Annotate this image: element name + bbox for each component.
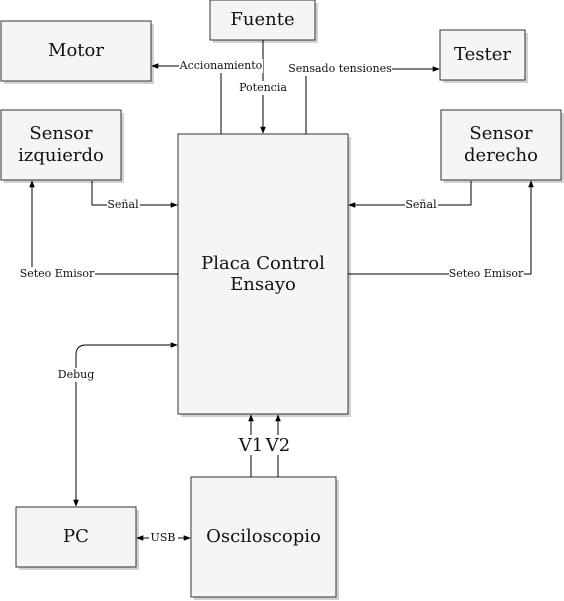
edge-seteo-emisor-izquierdo: Seteo Emisor [20, 180, 178, 281]
node-sensor-izquierdo-line1: Sensor [29, 123, 93, 144]
edge-debug-label: Debug [58, 368, 95, 381]
node-motor[interactable]: Motor [0, 20, 154, 84]
edge-usb: USB [136, 531, 191, 545]
node-sensor-izquierdo-line2: izquierdo [18, 145, 104, 166]
node-placa-line1: Placa Control [201, 253, 325, 274]
edge-v2: V2 [265, 414, 291, 477]
edge-seteo-emisor-izquierdo-label: Seteo Emisor [20, 267, 95, 280]
edge-usb-label: USB [151, 531, 176, 544]
edge-potencia-label: Potencia [239, 81, 287, 94]
node-osciloscopio[interactable]: Osciloscopio [190, 476, 339, 600]
edge-accionamiento-label: Accionamiento [179, 59, 263, 72]
edge-potencia: Potencia [238, 40, 289, 134]
edge-seteo-emisor-derecho-label: Seteo Emisor [449, 267, 524, 280]
edge-senal-izquierdo-label: Señal [107, 198, 139, 211]
edge-v2-label: V2 [265, 435, 290, 456]
node-fuente[interactable]: Fuente [209, 0, 318, 43]
edge-sensado-tensiones-label: Sensado tensiones [288, 62, 392, 75]
edge-v1: V1 [238, 414, 264, 477]
edge-seteo-emisor-derecho: Seteo Emisor [348, 180, 534, 281]
node-sensor-derecho-line2: derecho [464, 145, 538, 166]
node-sensor-derecho-line1: Sensor [469, 123, 533, 144]
node-motor-label: Motor [48, 40, 104, 61]
node-fuente-label: Fuente [230, 9, 294, 30]
node-pc[interactable]: PC [15, 506, 139, 570]
edge-accionamiento: Accionamiento [151, 59, 263, 134]
edge-senal-izquierdo: Señal [91, 181, 178, 212]
edge-debug: Debug [56, 342, 178, 507]
edge-v1-label: V1 [238, 435, 263, 456]
node-osciloscopio-label: Osciloscopio [206, 526, 321, 547]
node-pc-label: PC [63, 526, 89, 547]
edge-sensado-tensiones: Sensado tensiones [288, 62, 440, 134]
node-placa-control[interactable]: Placa Control Ensayo [177, 133, 351, 417]
node-sensor-derecho[interactable]: Sensor derecho [440, 109, 564, 183]
node-tester[interactable]: Tester [439, 29, 528, 83]
node-placa-line2: Ensayo [230, 274, 296, 295]
edge-senal-derecho-label: Señal [405, 198, 437, 211]
node-tester-label: Tester [454, 44, 511, 65]
edge-senal-derecho: Señal [348, 181, 472, 212]
node-sensor-izquierdo[interactable]: Sensor izquierdo [0, 109, 124, 183]
